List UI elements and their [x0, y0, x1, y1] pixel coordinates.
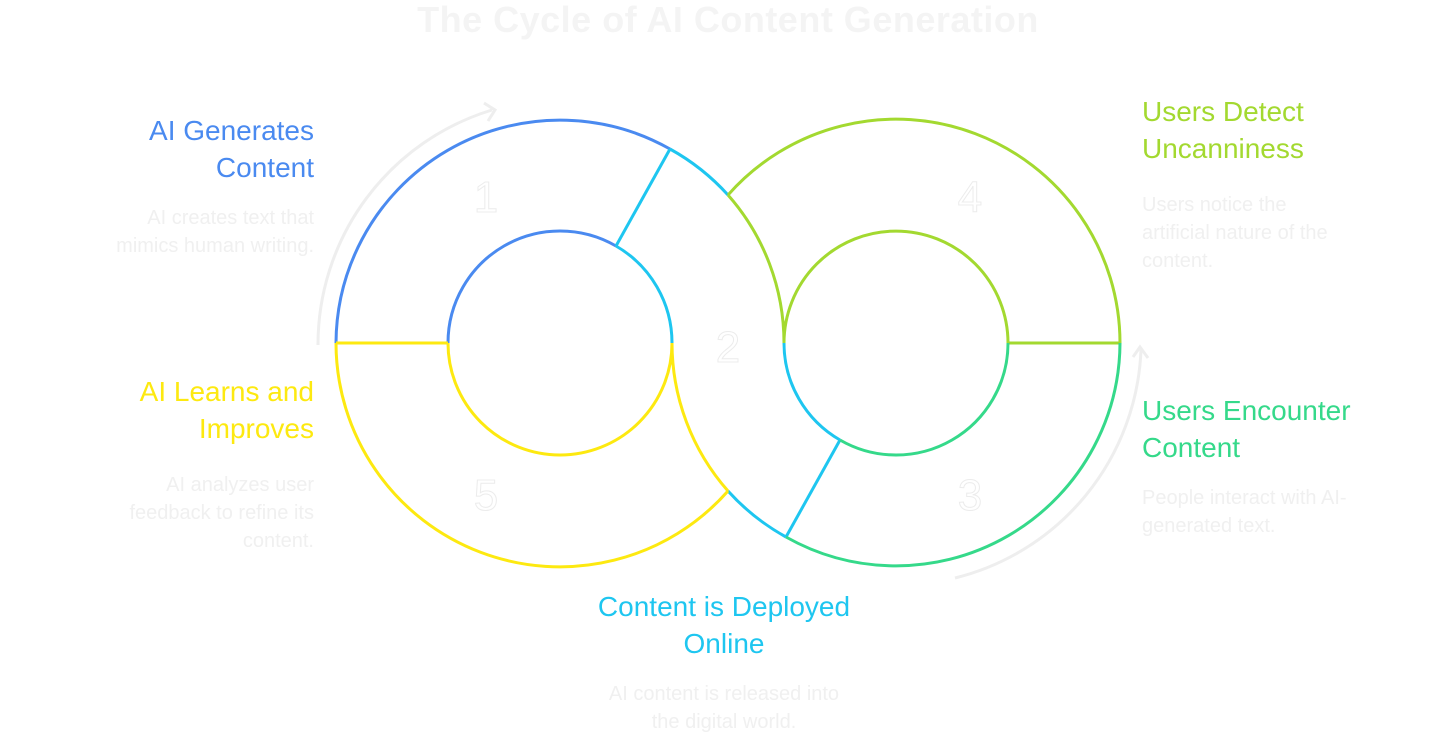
- step-3-description-line: generated text.: [1142, 515, 1276, 537]
- diagram-title: The Cycle of AI Content Generation: [417, 0, 1039, 40]
- step-number-5: 5: [474, 471, 498, 520]
- step-1-description-line: AI creates text that: [147, 207, 314, 229]
- step-2-description-line: the digital world.: [651, 711, 797, 733]
- step-1-title-line: AI Generates: [149, 115, 314, 146]
- step-4-title-line: Uncanniness: [1142, 133, 1304, 164]
- step-5-description-line: AI analyzes user: [166, 474, 314, 496]
- step-1-description-line: mimics human writing.: [116, 235, 314, 257]
- step-4-description-line: content.: [1142, 250, 1214, 272]
- step-5-title: AI Learns and Improves: [40, 373, 314, 447]
- step-number-4: 4: [958, 173, 982, 222]
- segment-1-ai-generates: [334, 118, 671, 344]
- step-number-3: 3: [958, 471, 982, 520]
- segment-5-ai-learns: [334, 341, 730, 569]
- step-number-2: 2: [716, 323, 740, 372]
- step-5-title-line: Improves: [198, 413, 314, 444]
- step-5-description: AI analyzes user feedback to refine its …: [40, 471, 314, 555]
- step-5-description-line: content.: [242, 530, 314, 552]
- step-4-description: Users notice the artificial nature of th…: [1142, 191, 1442, 275]
- step-4-description-line: Users notice the: [1142, 194, 1287, 216]
- step-5-description-line: feedback to refine its: [129, 502, 314, 524]
- step-5-title-line: AI Learns and: [139, 376, 314, 407]
- step-4-title: Users Detect Uncanniness: [1142, 93, 1442, 167]
- step-2-title-line: Online: [683, 628, 765, 659]
- step-1-description: AI creates text that mimics human writin…: [40, 204, 314, 260]
- segment-2-content-deployed: [614, 147, 842, 539]
- step-3-title-line: Users Encounter: [1142, 395, 1351, 426]
- step-2-title: Content is Deployed Online: [524, 588, 924, 662]
- cycle-arrow-right: [954, 344, 1150, 580]
- step-2-description: AI content is released into the digital …: [524, 680, 924, 736]
- step-1-title: AI Generates Content: [60, 112, 314, 186]
- step-number-1: 1: [474, 173, 498, 222]
- segment-4-users-detect: [726, 117, 1122, 345]
- step-2-title-line: Content is Deployed: [597, 591, 851, 622]
- step-3-title-line: Content: [1142, 432, 1241, 463]
- step-2-description-line: AI content is released into: [608, 683, 840, 705]
- step-3-description: People interact with AI- generated text.: [1142, 484, 1442, 540]
- step-3-title: Users Encounter Content: [1142, 392, 1442, 466]
- cycle-arrow-left: [316, 101, 498, 346]
- segment-3-users-encounter: [785, 342, 1122, 568]
- step-1-title-line: Content: [215, 152, 314, 183]
- step-3-description-line: People interact with AI-: [1142, 487, 1347, 509]
- step-4-title-line: Users Detect: [1142, 96, 1304, 127]
- step-4-description-line: artificial nature of the: [1142, 222, 1328, 244]
